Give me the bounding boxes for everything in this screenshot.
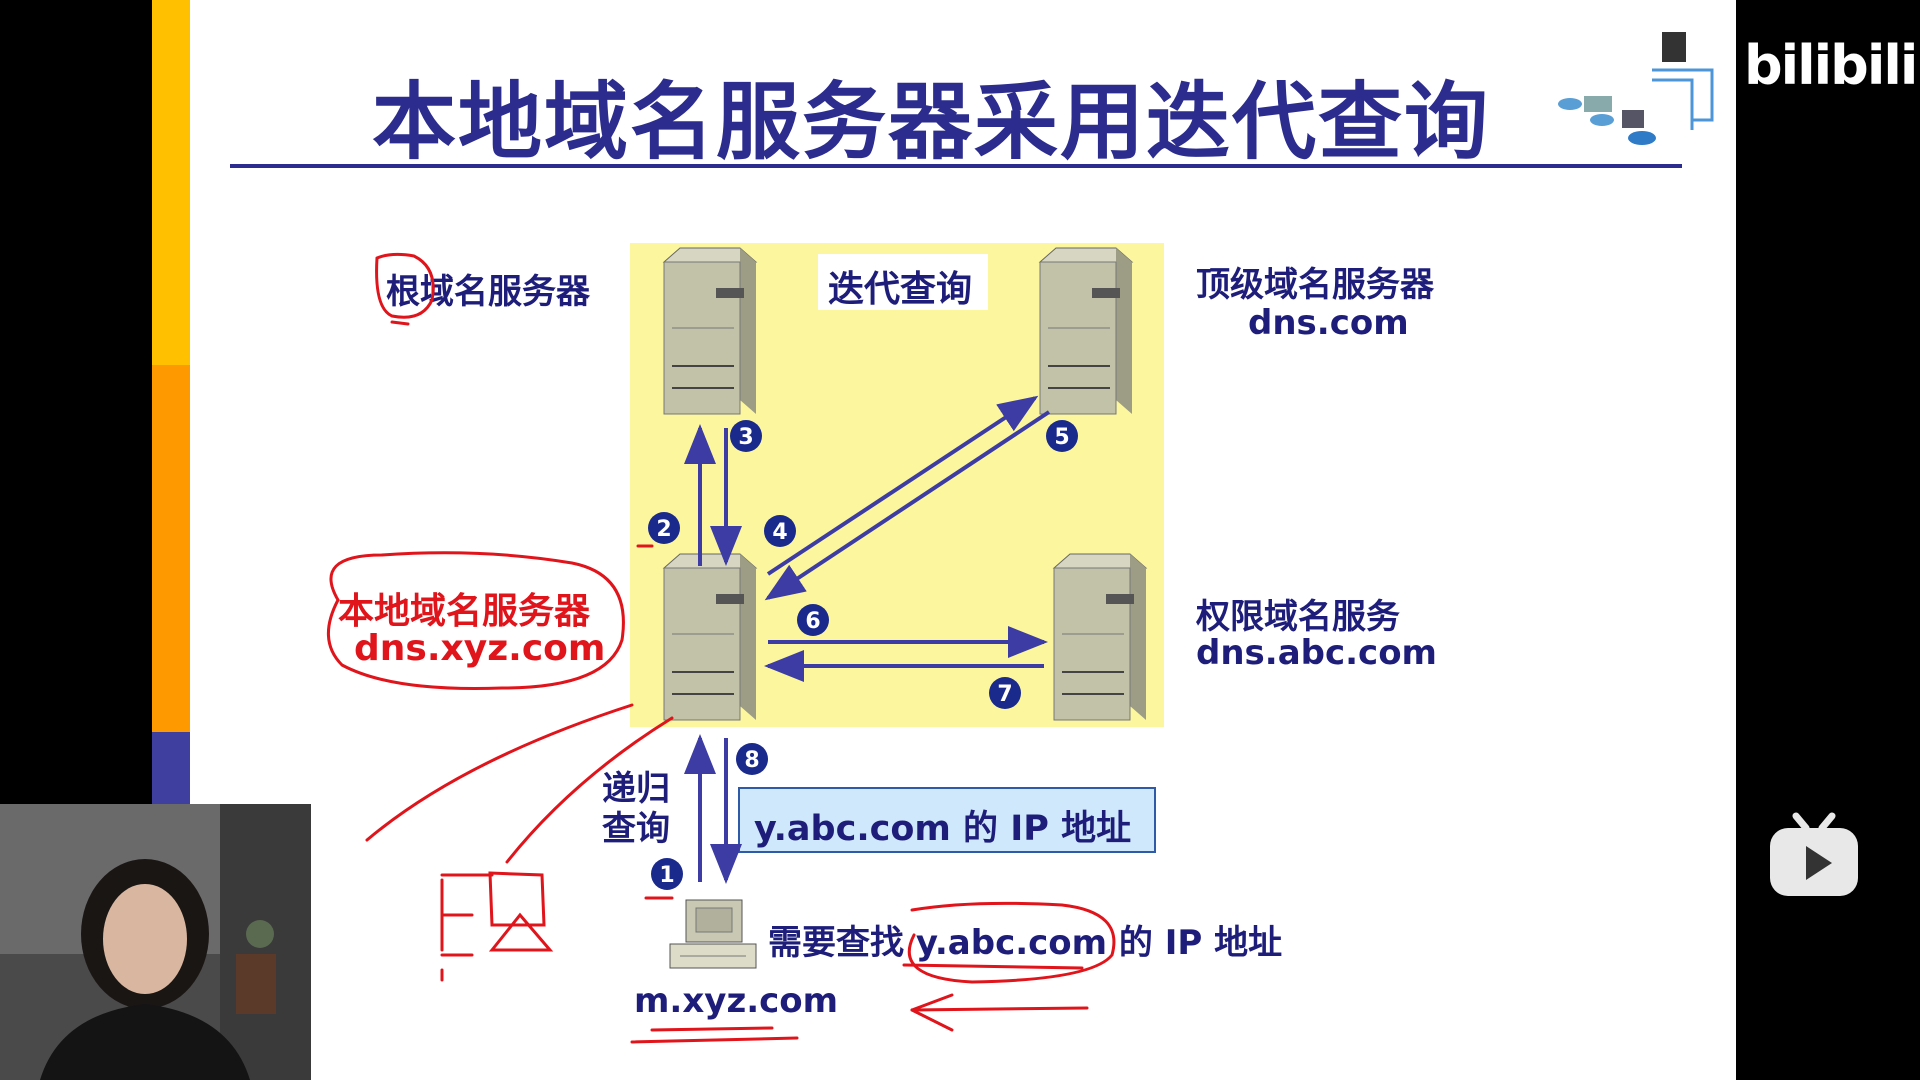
svg-text:5: 5 (1054, 425, 1069, 450)
step-4-marker: 4 (764, 515, 796, 547)
host-underline-2 (650, 1026, 774, 1032)
hand-triangle-annotation (488, 912, 554, 952)
domain-circle-annotation (907, 901, 1116, 984)
iterative-query-label: 迭代查询 (828, 269, 973, 310)
svg-text:7: 7 (997, 682, 1012, 707)
step-1-marker: 1 (651, 858, 683, 890)
root-circle-annotation (375, 252, 435, 319)
svg-text:8: 8 (744, 748, 759, 773)
client-computer-icon (669, 899, 757, 969)
client-host-label: m.xyz.com (634, 981, 839, 1021)
local-server-label: 本地域名服务器 (338, 591, 591, 632)
webcam-overlay (0, 804, 311, 1080)
tld-server-domain: dns.com (1248, 303, 1409, 343)
return-arrow-annotation (910, 1006, 1089, 1012)
answer-box-text: y.abc.com 的 IP 地址 (754, 809, 1132, 849)
hand-line-2 (505, 716, 674, 864)
red-annotations (326, 252, 1116, 1044)
hand-box-annotation (488, 871, 546, 927)
arrow-step-4 (766, 395, 1039, 576)
svg-text:4: 4 (772, 520, 787, 545)
authoritative-server-domain: dns.abc.com (1196, 633, 1437, 673)
step-7-marker: 7 (989, 677, 1021, 709)
svg-text:1: 1 (659, 863, 674, 888)
side-bar-yellow (152, 0, 190, 365)
diagram-overlay: 3 5 2 4 6 7 8 1 (326, 247, 1147, 1044)
step-3-marker: 3 (730, 420, 762, 452)
recursive-query-line1: 递归 (602, 769, 670, 809)
iterative-label-box (818, 254, 988, 310)
request-text: 需要查找 y.abc.com 的 IP 地址 (768, 923, 1283, 963)
local-server-icon (663, 553, 757, 721)
svg-text:3: 3 (738, 425, 753, 450)
root-server-label: 根域名服务器 (386, 272, 590, 312)
local-server-ellipse-annotation (326, 551, 625, 690)
tld-server-label: 顶级域名服务器 (1196, 265, 1434, 305)
diagram-canvas (1558, 32, 1714, 145)
arrow-step-5 (764, 410, 1051, 601)
tld-server-icon (1039, 247, 1133, 415)
network-decoration-icon (1558, 32, 1714, 145)
side-bar-orange (152, 365, 190, 732)
step-6-marker: 6 (797, 604, 829, 636)
bilibili-logo: bilibili (1744, 34, 1918, 97)
root-server-icon (663, 247, 757, 415)
svg-text:2: 2 (656, 517, 671, 542)
host-underline-1 (630, 1036, 799, 1044)
local-server-domain: dns.xyz.com (354, 628, 606, 669)
step-2-marker: 2 (648, 512, 680, 544)
step-8-marker: 8 (736, 743, 768, 775)
presenter-video (0, 804, 311, 1080)
hand-line-1 (365, 703, 634, 842)
step-5-marker: 5 (1046, 420, 1078, 452)
recursive-query-line2: 查询 (602, 809, 670, 849)
authoritative-server-icon (1053, 553, 1147, 721)
title-rule (230, 164, 1682, 168)
slide: 本地域名服务器采用迭代查询 迭代查询 根域名服务器 顶级域名服务器 dns.co… (152, 0, 1736, 1080)
svg-text:6: 6 (805, 609, 820, 634)
slide-title: 本地域名服务器采用迭代查询 (372, 73, 1491, 171)
answer-box (738, 787, 1156, 853)
hand-mark-1 (440, 878, 474, 952)
authoritative-server-label: 权限域名服务 (1196, 597, 1400, 637)
